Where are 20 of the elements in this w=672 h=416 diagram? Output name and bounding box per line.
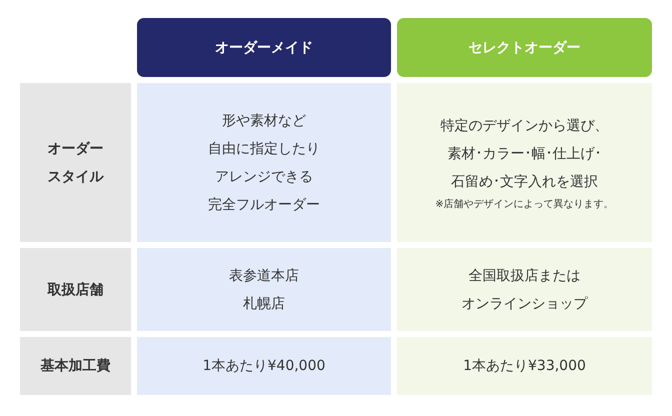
cell-text: 形や素材など bbox=[222, 112, 306, 130]
cell-text: セレクトオーダー bbox=[468, 38, 580, 58]
cell-text: オンラインショップ bbox=[462, 294, 588, 314]
cell-text: 1本あたり¥33,000 bbox=[463, 357, 586, 376]
cell-text: アレンジできる bbox=[215, 168, 313, 186]
cell-text: オーダー bbox=[48, 140, 104, 158]
cell-text: 基本加工費 bbox=[40, 357, 110, 376]
note-text: ※店舗やデザインによって異なります。 bbox=[435, 198, 614, 212]
cell-text: 完全フルオーダー bbox=[208, 196, 320, 214]
cell-text: 特定のデザインから選び、 bbox=[440, 116, 608, 136]
cell-text: オーダーメイド bbox=[215, 38, 313, 58]
cell-text: 自由に指定したり bbox=[208, 140, 320, 158]
cell-text: 表参道本店 bbox=[229, 266, 299, 286]
cell-text: 全国取扱店または bbox=[468, 266, 580, 286]
cell-text: 石留め･文字入れを選択 bbox=[451, 172, 598, 192]
cell-text: 1本あたり¥40,000 bbox=[202, 357, 326, 376]
cell-text: 素材･カラー･幅･仕上げ･ bbox=[448, 144, 602, 164]
cell-text: スタイル bbox=[48, 168, 104, 186]
cell-text: 札幌店 bbox=[243, 294, 285, 314]
cell-text: 取扱店舗 bbox=[48, 280, 104, 300]
